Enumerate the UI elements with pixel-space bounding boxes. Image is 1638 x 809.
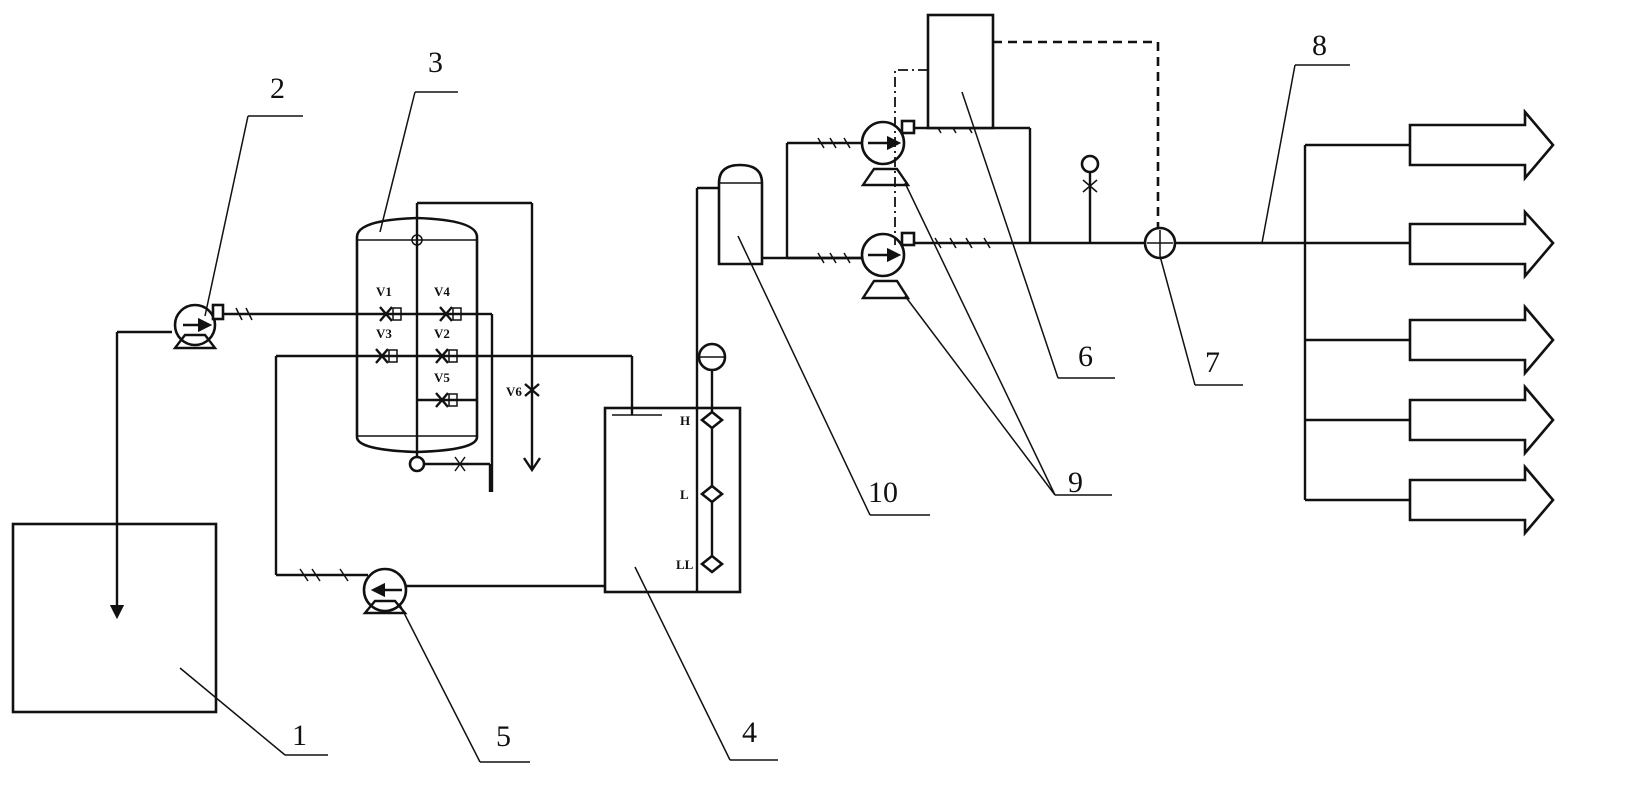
valve-v2-label: V2 <box>434 326 450 341</box>
feed-pump <box>117 303 380 350</box>
leader-line-9a <box>904 182 1056 496</box>
supply-main <box>1303 143 1410 502</box>
valve-v3-icon <box>375 348 398 364</box>
valve-v1-label: V1 <box>376 284 392 299</box>
leader-line-6 <box>961 91 1059 379</box>
leader-line-2 <box>204 115 249 317</box>
leader-line-1 <box>179 667 286 756</box>
valve-v1-icon <box>379 306 402 322</box>
booster-pumps <box>785 119 1305 300</box>
valve-v6-label: V6 <box>506 384 522 399</box>
outlet-arrow-1-icon <box>1408 108 1555 182</box>
leader-line-7 <box>1159 255 1196 386</box>
callout-7: 7 <box>1205 346 1220 379</box>
filter-vessel: V1 V4 V3 V2 V5 V6 <box>355 201 632 492</box>
treated-water-tank: H L LL <box>603 186 742 594</box>
pressure-tank <box>717 163 880 266</box>
transfer-pump <box>274 354 605 615</box>
callout-6: 6 <box>1078 340 1093 373</box>
valve-v3-label: V3 <box>376 326 392 341</box>
valve-v2-icon <box>435 348 458 364</box>
callout-4: 4 <box>742 716 757 749</box>
level-low-low-label: LL <box>676 557 694 572</box>
valve-v6-icon <box>524 383 540 397</box>
valve-v5-label: V5 <box>434 370 450 385</box>
callout-5: 5 <box>496 720 511 753</box>
outlet-arrow-4-icon <box>1408 383 1555 457</box>
callout-1: 1 <box>292 719 307 752</box>
outlet-arrow-2-icon <box>1408 208 1555 280</box>
level-low-label: L <box>680 487 689 502</box>
raw-water-tank <box>11 332 218 714</box>
callout-10: 10 <box>868 476 898 509</box>
leader-line-9b <box>904 295 1056 496</box>
callout-8: 8 <box>1312 29 1327 62</box>
leader-line-10 <box>737 235 871 516</box>
leader-line-4 <box>634 566 731 761</box>
level-high-label: H <box>680 413 690 428</box>
pressure-sensor <box>1143 226 1177 260</box>
callout-2: 2 <box>270 72 285 105</box>
leader-line-5 <box>399 604 481 763</box>
valve-v4-icon <box>439 306 462 322</box>
leader-line-3 <box>379 91 416 233</box>
pressure-gauge-icon <box>1080 154 1100 243</box>
callout-9: 9 <box>1068 466 1083 499</box>
controller-cabinet <box>894 13 1160 245</box>
leader-line-8 <box>1261 64 1296 244</box>
valve-v4-label: V4 <box>434 284 450 299</box>
outlet-arrow-3-icon <box>1408 303 1555 377</box>
outlet-arrow-5-icon <box>1408 463 1555 537</box>
callout-3: 3 <box>428 46 443 79</box>
valve-v5-icon <box>435 392 458 408</box>
